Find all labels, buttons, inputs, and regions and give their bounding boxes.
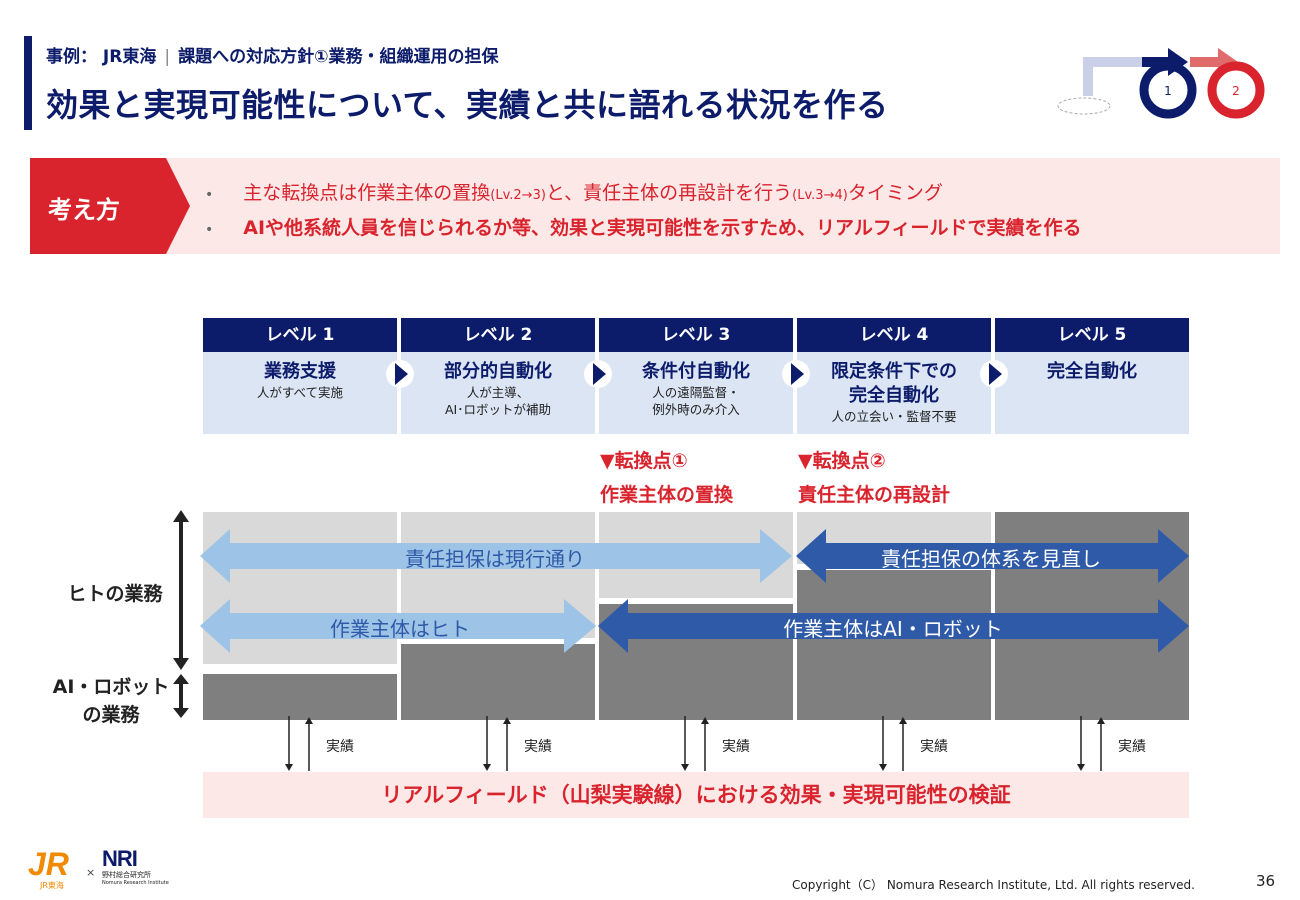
step-1-ring <box>1139 61 1197 119</box>
turning-point-1-text: 作業主体の置換 <box>600 484 734 506</box>
chevron-right-icon <box>791 363 804 385</box>
bullet1-part: タイミング <box>847 182 943 204</box>
result-label-3: 実績 <box>722 739 750 755</box>
title-accent-bar <box>24 36 32 130</box>
level-5-header: レベル 5 <box>995 318 1189 352</box>
turning-point-2-text: 責任主体の再設計 <box>798 484 951 506</box>
responsibility-arrows <box>200 529 1189 653</box>
level-4-name: 限定条件下での 完全自動化 <box>831 361 957 406</box>
nri-logo-sub1: 野村総合研究所 <box>102 871 151 879</box>
step-path-line <box>1083 57 1150 96</box>
level-5-card: 完全自動化 <box>995 352 1189 434</box>
bullet1-part: 主な転換点は作業主体の置換 <box>243 182 491 204</box>
level-2-ai-block <box>401 644 595 720</box>
subtitle-topic: 課題への対応方針①業務・組織運用の担保 <box>178 47 499 67</box>
approach-label: 考え方 <box>48 196 120 224</box>
bullet-dot: • <box>205 187 214 203</box>
result-arrow-pair <box>285 716 313 771</box>
arrow-down-icon <box>173 708 189 718</box>
result-arrow-pair <box>681 716 709 771</box>
bullet2-text: AIや他系統人員を信じられるか等、効果と実現可能性を示すため、リアルフィールドで… <box>243 217 1082 239</box>
page-subtitle: 事例： JR東海 | 課題への対応方針①業務・組織運用の担保 <box>46 42 498 67</box>
page-number: 36 <box>1256 872 1276 890</box>
level-3-header: レベル 3 <box>599 318 793 352</box>
worker-human-arrow <box>200 599 596 653</box>
level-4-ai-block <box>797 570 991 720</box>
page-title: 効果と実現可能性について、実績と共に語れる状況を作る <box>46 86 889 124</box>
jr-logo-sub: JR東海 <box>40 881 64 890</box>
turning-point-2-marker: ▼転換点② <box>798 450 886 472</box>
step-1-number: 1 <box>1164 84 1172 98</box>
bullet1-part: と、責任主体の再設計を行う <box>545 182 793 204</box>
subtitle-case: 事例： JR東海 <box>46 47 157 67</box>
jr-central-logo: JR JR東海 <box>28 848 90 892</box>
level-1-ai-block <box>203 674 397 720</box>
level-2-desc: 人が主導、 <box>466 385 530 400</box>
arrow-down-icon <box>173 658 189 670</box>
level-2-desc: AI･ロボットが補助 <box>445 402 551 417</box>
step-2-ring <box>1207 61 1265 119</box>
chevron-right-icon <box>395 363 408 385</box>
worker-ai-label: 作業主体はAI・ロボット <box>783 617 1003 641</box>
approach-tag <box>30 158 190 254</box>
human-work-label: ヒトの業務 <box>67 583 163 605</box>
result-arrow-pair <box>483 716 511 771</box>
arrow-up-icon <box>173 674 189 684</box>
level-3-name: 条件付自動化 <box>642 361 750 382</box>
arrow-up-icon <box>173 510 189 522</box>
result-label-1: 実績 <box>326 739 354 755</box>
approach-bullet-2: • AIや他系統人員を信じられるか等、効果と実現可能性を示すため、リアルフィールド… <box>205 213 1081 240</box>
bullet-dot: • <box>205 222 214 238</box>
level-2-header: レベル 2 <box>401 318 595 352</box>
level-1-desc: 人がすべて実施 <box>256 385 344 400</box>
verification-banner: リアルフィールド（山梨実験線）における効果・実現可能性の検証 <box>203 772 1189 818</box>
resp-review-arrow <box>796 529 1189 583</box>
nri-logo-mark: NRI <box>102 846 138 871</box>
step-2-number: 2 <box>1232 84 1240 98</box>
level-4-desc: 人の立会い・監督不要 <box>831 409 957 424</box>
approach-tag-shape <box>30 158 190 254</box>
level-3-desc: 人の遠隔監督・ <box>652 385 740 400</box>
resp-current-label: 責任担保は現行通り <box>405 547 585 571</box>
subtitle-separator: | <box>164 47 171 67</box>
resp-current-arrow <box>200 529 792 583</box>
level-1-card: 業務支援 人がすべて実施 <box>203 352 397 434</box>
step-cycle-icon: 1 2 <box>1057 48 1265 119</box>
bullet1-part: (Lv.2→3) <box>490 188 546 203</box>
level-5-name: 完全自動化 <box>1047 361 1137 382</box>
level-4-card: 限定条件下での 完全自動化 人の立会い・監督不要 <box>797 352 991 434</box>
approach-panel <box>30 158 1280 254</box>
worker-ai-arrow <box>598 599 1189 653</box>
level-3-card: 条件付自動化 人の遠隔監督・ 例外時のみ介入 <box>599 352 793 434</box>
chevron-right-icon <box>593 363 606 385</box>
level-1-name: 業務支援 <box>264 361 336 382</box>
result-label-4: 実績 <box>920 739 948 755</box>
turning-point-1-marker: ▼転換点① <box>600 450 688 472</box>
result-arrow-pair <box>879 716 907 771</box>
axis-arrows <box>173 510 189 718</box>
result-arrows <box>285 716 1105 771</box>
jr-logo-mark: JR <box>28 846 69 882</box>
worker-human-label: 作業主体はヒト <box>330 617 470 641</box>
level-1-header: レベル 1 <box>203 318 397 352</box>
result-label-5: 実績 <box>1118 739 1146 755</box>
chevron-right-icon <box>989 363 1002 385</box>
result-arrow-pair <box>1077 716 1105 771</box>
approach-bullet-1: • 主な転換点は作業主体の置換(Lv.2→3)と、責任主体の再設計を行う(Lv.3… <box>205 178 943 205</box>
ai-work-label-1: AI・ロボット <box>52 676 170 698</box>
level-2-card: 部分的自動化 人が主導、 AI･ロボットが補助 <box>401 352 595 434</box>
ai-work-label-2: の業務 <box>82 704 140 726</box>
nri-logo: NRI 野村総合研究所 Nomura Research Institute <box>102 848 172 887</box>
nri-logo-sub2: Nomura Research Institute <box>102 880 169 886</box>
level-2-name: 部分的自動化 <box>444 361 552 382</box>
step-base-ellipse <box>1057 97 1111 115</box>
logo-times: × <box>86 866 96 879</box>
level-4-header: レベル 4 <box>797 318 991 352</box>
resp-review-label: 責任担保の体系を見直し <box>881 547 1101 571</box>
bullet1-part: (Lv.3→4) <box>792 188 848 203</box>
copyright-text: Copyright（C） Nomura Research Institute, … <box>792 878 1195 892</box>
result-label-2: 実績 <box>524 739 552 755</box>
level-3-desc: 例外時のみ介入 <box>652 402 740 417</box>
